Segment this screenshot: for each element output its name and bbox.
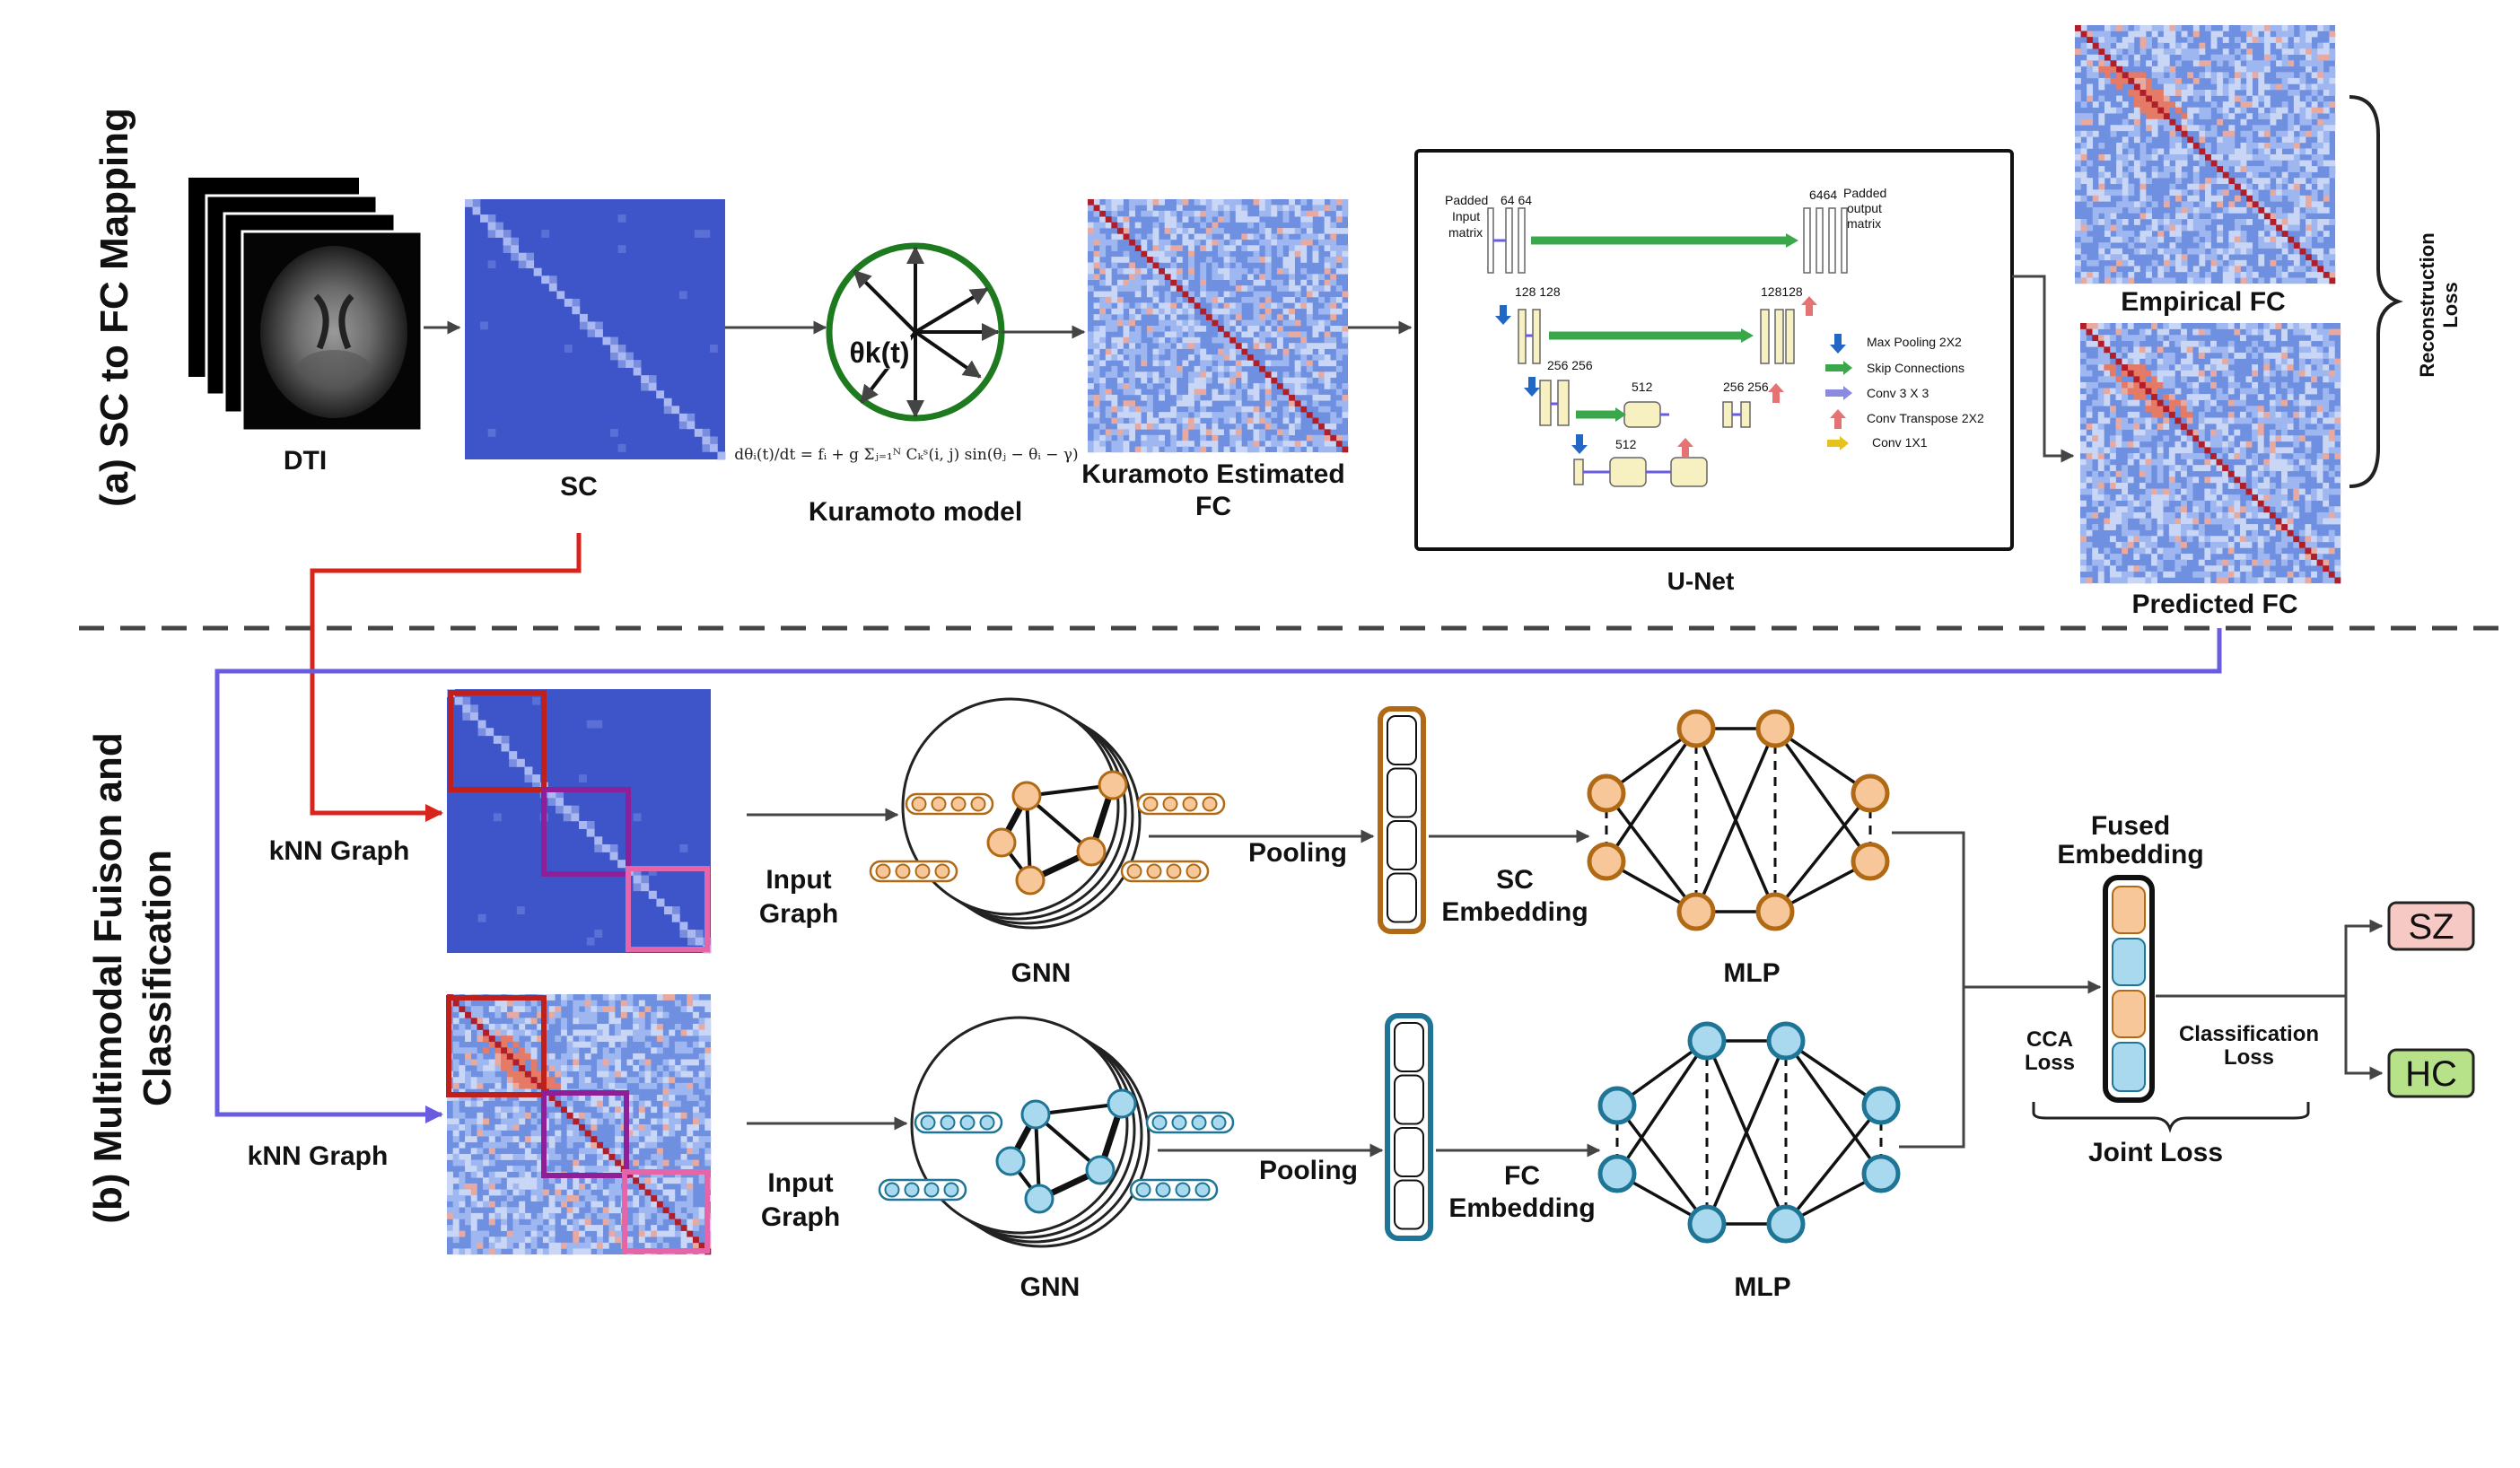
dti-image-stack: [188, 178, 424, 433]
mlp-label-top: MLP: [1723, 958, 1780, 988]
joint-loss-brace: [2032, 1102, 2310, 1133]
kuramoto-equation: dθᵢ(t)/dt = fᵢ + g Σⱼ₌₁ᴺ Cₖˢ(i, j) sin(θ…: [734, 446, 1078, 464]
unet-ch-256-256b: 256 256: [1723, 380, 1769, 394]
gnn-label-top: GNN: [1011, 958, 1072, 988]
arrow-right-purple-icon: [1825, 386, 1852, 400]
unet-ch-256-256: 256 256: [1547, 358, 1593, 372]
sc-to-knn-connector: [310, 533, 582, 822]
predicted-fc-label: Predicted FC: [2131, 590, 2297, 619]
kuramoto-fc-matrix: [1088, 199, 1349, 453]
unet-padded-output-1: Padded: [1843, 186, 1886, 200]
pooling-label-bottom: Pooling: [1259, 1156, 1358, 1185]
dti-label: DTI: [284, 446, 327, 476]
unet-ch-512-bottom: 512: [1615, 437, 1637, 451]
gnn-sc: [869, 697, 1226, 930]
unet-legend-4: Conv Transpose 2X2: [1867, 411, 1984, 425]
mlp-sc: [1587, 709, 1890, 931]
knn-fc-blocks: [446, 995, 710, 1254]
unet-ch-512-top: 512: [1632, 380, 1653, 394]
knn-sc-matrix: [447, 689, 712, 954]
unet-padded-input-1: Padded: [1445, 193, 1488, 207]
unet-padded-input-3: matrix: [1448, 225, 1483, 240]
reconstruction-loss-1: Reconstruction: [2416, 232, 2438, 377]
unet-legend-1: Max Pooling 2X2: [1867, 335, 1962, 349]
kuramoto-fc-label-2: FC: [1195, 492, 1231, 521]
fused-embedding-label-2: Embedding: [2057, 840, 2203, 869]
arrow-right-yellow-icon: [1827, 436, 1849, 450]
sc-embedding-label-1: SC: [1496, 865, 1534, 895]
unet-legend-5: Conv 1X1: [1872, 435, 1928, 450]
unet-diagram: [1414, 149, 2014, 551]
sc-embedding-vector: [1378, 706, 1426, 934]
cca-loss-label-1: CCA: [2026, 1027, 2073, 1052]
mlp-label-bottom: MLP: [1734, 1272, 1790, 1302]
unet-legend-2: Skip Connections: [1867, 361, 1964, 375]
section-b-title-1: (b) Multimodal Fuison and: [86, 732, 130, 1224]
knn-graph-label-bottom: kNN Graph: [248, 1141, 389, 1171]
empirical-fc-label: Empirical FC: [2121, 287, 2285, 317]
arrow-down-blue-icon: [1830, 334, 1846, 354]
unet-ch-128128: 128128: [1761, 284, 1803, 299]
gnn-fc: [878, 1016, 1235, 1248]
reconstruction-brace: [2349, 95, 2403, 488]
fused-embedding-vector: [2103, 875, 2155, 1103]
input-graph-bottom-1: Input: [767, 1168, 833, 1198]
knn-graph-label-top: kNN Graph: [269, 836, 410, 866]
knn-sc-blocks: [448, 690, 710, 952]
unet-ch-6464: 6464: [1809, 188, 1837, 202]
arrow-right-green-icon: [1825, 361, 1852, 375]
hc-output-box: [2387, 1048, 2475, 1098]
sz-output-label: SZ: [2408, 907, 2454, 947]
reconstruction-loss-2: Loss: [2439, 282, 2462, 328]
unet-label: U-Net: [1667, 567, 1735, 595]
classification-loss-label-1: Classification: [2179, 1022, 2319, 1046]
arrow-up-red-icon: [1830, 409, 1846, 429]
kuramoto-label: Kuramoto model: [809, 497, 1022, 527]
unet-legend: [1825, 334, 1852, 450]
kuramoto-fc-label-1: Kuramoto Estimated: [1081, 459, 1344, 489]
hc-output-label: HC: [2405, 1054, 2457, 1094]
mlp-fc: [1597, 1021, 1901, 1244]
section-b-title-2: Classification: [136, 850, 179, 1106]
sc-label: SC: [560, 472, 598, 502]
input-graph-top-1: Input: [766, 865, 831, 895]
sc-matrix: [465, 199, 726, 460]
sz-output-box: [2387, 901, 2475, 951]
fused-embedding-label-1: Fused: [2091, 811, 2170, 841]
fc-embedding-label-1: FC: [1504, 1161, 1540, 1191]
predicted-fc-matrix: [2080, 323, 2341, 584]
fc-embedding-label-2: Embedding: [1448, 1193, 1595, 1223]
input-graph-top-2: Graph: [759, 899, 838, 929]
unet-padded-input-2: Input: [1452, 209, 1480, 223]
empirical-fc-matrix: [2075, 25, 2336, 284]
kuramoto-symbol: θk(t): [849, 336, 909, 369]
input-graph-bottom-2: Graph: [761, 1202, 840, 1232]
unet-padded-output-3: matrix: [1847, 216, 1881, 231]
cca-loss-label-2: Loss: [2025, 1051, 2075, 1075]
classification-loss-label-2: Loss: [2224, 1045, 2274, 1070]
unet-legend-3: Conv 3 X 3: [1867, 386, 1929, 400]
kuramoto-oscillator-icon: [826, 242, 1005, 422]
unet-padded-output-2: output: [1847, 201, 1882, 215]
gnn-label-bottom: GNN: [1020, 1272, 1081, 1302]
knn-fc-matrix: [447, 994, 712, 1255]
section-a-title: (a) SC to FC Mapping: [92, 108, 136, 507]
joint-loss-label: Joint Loss: [2088, 1138, 2223, 1167]
unet-ch-128-128: 128 128: [1515, 284, 1561, 299]
brain-slice: [260, 246, 407, 418]
pooling-label-top: Pooling: [1248, 838, 1347, 868]
sc-embedding-label-2: Embedding: [1441, 897, 1588, 927]
fc-to-knn-connector: [214, 628, 2222, 1123]
fc-embedding-vector: [1385, 1013, 1433, 1241]
unet-ch-64-64: 64 64: [1501, 193, 1532, 207]
